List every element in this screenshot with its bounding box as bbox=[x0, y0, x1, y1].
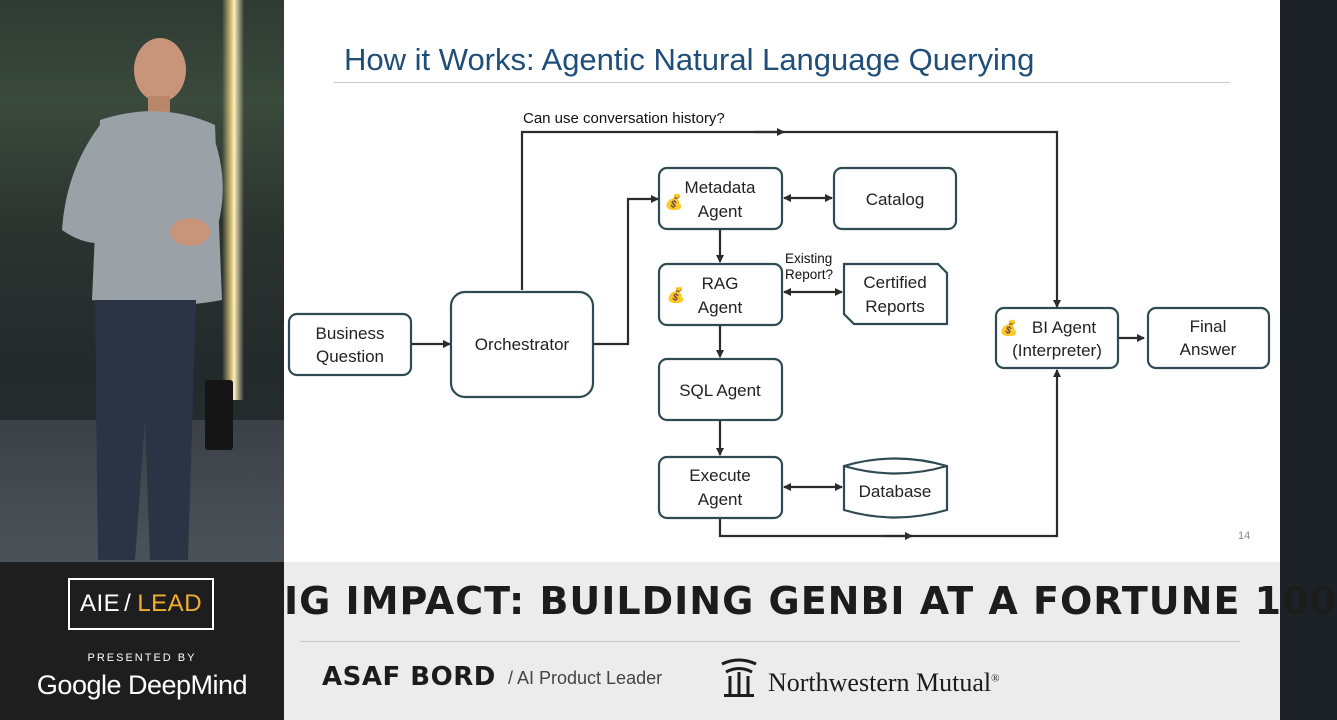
money-bag-icon: 💰 bbox=[1000, 319, 1019, 337]
node-sql-agent bbox=[657, 357, 784, 422]
node-database-top bbox=[843, 464, 948, 475]
label-business-question-1: Business bbox=[316, 324, 385, 343]
label-database: Database bbox=[859, 482, 932, 501]
label-final-answer-2: Answer bbox=[1180, 340, 1237, 359]
edge-orchestrator-metadata bbox=[594, 195, 659, 346]
event-logo-lead: LEAD bbox=[137, 590, 203, 617]
stage-light bbox=[222, 0, 244, 400]
money-bag-icon: 💰 bbox=[665, 193, 684, 211]
node-certified-reports bbox=[842, 262, 949, 326]
label-rag-agent-1: RAG bbox=[702, 274, 739, 293]
flow-diagram: Business Question Orchestrator Metadata … bbox=[287, 110, 1271, 540]
title-divider bbox=[334, 82, 1230, 83]
label-final-answer-1: Final bbox=[1190, 317, 1227, 336]
label-bi-agent-2: (Interpreter) bbox=[1012, 341, 1102, 360]
company-registered-mark: ® bbox=[991, 672, 1000, 685]
node-final-answer bbox=[1146, 306, 1271, 370]
label-certified-reports-1: Certified bbox=[863, 273, 926, 292]
label-certified-reports-2: Reports bbox=[865, 297, 925, 316]
label-rag-agent-2: Agent bbox=[698, 298, 743, 317]
label-bi-agent-1: BI Agent bbox=[1032, 318, 1097, 337]
speaker-figure bbox=[62, 38, 223, 560]
company-name-text: Northwestern Mutual bbox=[768, 668, 992, 697]
event-branding bbox=[0, 562, 284, 720]
event-logo: AIE / LEAD bbox=[68, 578, 214, 630]
event-logo-aie: AIE bbox=[79, 590, 121, 617]
label-metadata-agent-2: Agent bbox=[698, 202, 743, 221]
label-conversation-history: Can use conversation history? bbox=[523, 110, 725, 127]
node-catalog bbox=[832, 166, 958, 231]
slide: How it Works: Agentic Natural Language Q… bbox=[284, 0, 1280, 562]
node-bi-agent bbox=[994, 306, 1120, 370]
money-bag-icon: 💰 bbox=[667, 286, 686, 304]
speaker-role: / AI Product Leader bbox=[508, 668, 663, 688]
edge-orchestrator-bi bbox=[520, 130, 1061, 308]
label-execute-agent-1: Execute bbox=[689, 466, 750, 485]
label-catalog: Catalog bbox=[866, 190, 925, 209]
label-existing-report-2: Report? bbox=[785, 267, 833, 282]
lower-third-divider bbox=[300, 641, 1240, 642]
node-execute-agent bbox=[657, 455, 784, 520]
slide-title: How it Works: Agentic Natural Language Q… bbox=[344, 42, 1035, 77]
node-business-question bbox=[287, 312, 413, 377]
label-business-question-2: Question bbox=[316, 347, 384, 366]
node-rag-agent bbox=[657, 262, 784, 327]
speaker-name: ASAF BORD bbox=[322, 662, 496, 692]
event-logo-sep: / bbox=[124, 590, 132, 617]
speaker-video bbox=[0, 0, 284, 562]
label-existing-report-1: Existing bbox=[785, 251, 832, 266]
talk-title: IG IMPACT: BUILDING GENBI AT A FORTUNE 1… bbox=[284, 579, 1337, 623]
node-orchestrator bbox=[449, 290, 595, 399]
sponsor-logo: Google DeepMind bbox=[36, 670, 248, 700]
label-sql-agent: SQL Agent bbox=[679, 381, 761, 400]
label-execute-agent-2: Agent bbox=[698, 490, 743, 509]
presented-by-label: PRESENTED BY bbox=[87, 652, 197, 664]
company-name: Northwestern Mutual® bbox=[768, 668, 999, 698]
stage-stand bbox=[205, 380, 233, 450]
label-orchestrator: Orchestrator bbox=[475, 335, 570, 354]
node-metadata-agent bbox=[657, 166, 784, 231]
company-logo-icon bbox=[721, 658, 757, 697]
label-metadata-agent-1: Metadata bbox=[685, 178, 756, 197]
slide-page-number: 14 bbox=[1238, 530, 1251, 542]
node-database bbox=[842, 457, 949, 519]
